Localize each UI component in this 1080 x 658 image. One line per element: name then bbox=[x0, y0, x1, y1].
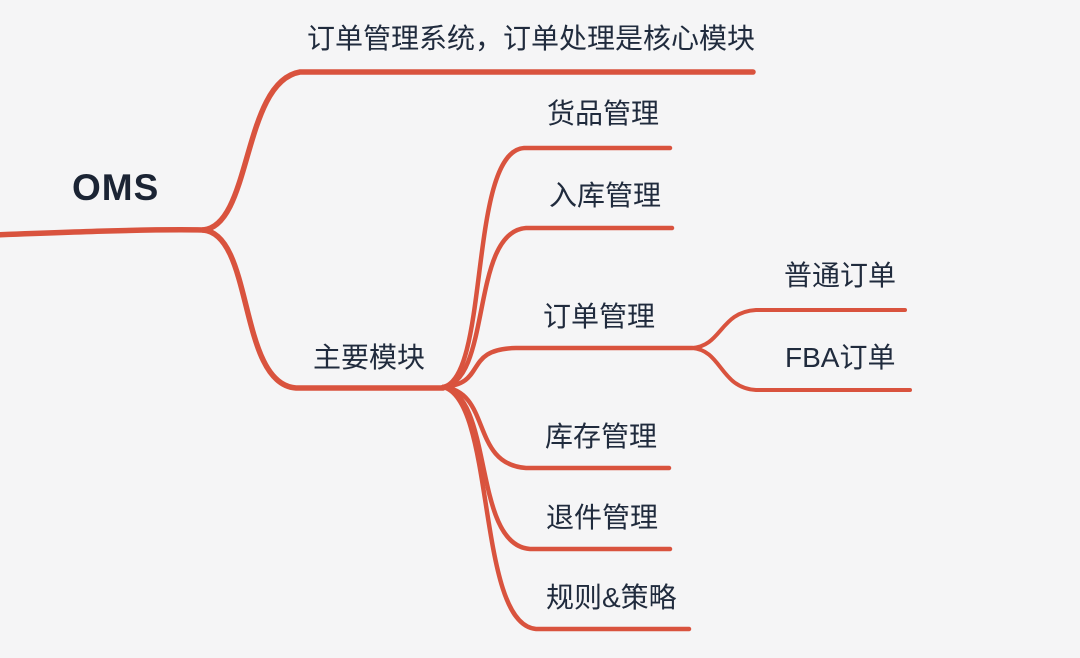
node-root[interactable]: OMS bbox=[72, 167, 160, 208]
node-inbound-management[interactable]: 入库管理 bbox=[549, 180, 662, 211]
connector-main-to-rules bbox=[440, 384, 692, 632]
connector-main-to-order bbox=[440, 345, 695, 390]
connector-order-to-fba bbox=[690, 346, 912, 392]
connector-root-to-system-note bbox=[200, 69, 756, 233]
node-order-management[interactable]: 订单管理 bbox=[543, 301, 656, 332]
connector-order-to-normal bbox=[690, 308, 907, 350]
connector-root-to-main-modules bbox=[200, 227, 446, 391]
node-system-note[interactable]: 订单管理系统，订单处理是核心模块 bbox=[307, 23, 756, 54]
node-inventory-management[interactable]: 库存管理 bbox=[545, 421, 658, 452]
node-normal-order[interactable]: 普通订单 bbox=[784, 260, 897, 291]
connector-root-trunk bbox=[0, 227, 206, 238]
node-main-modules[interactable]: 主要模块 bbox=[313, 342, 426, 373]
node-fba-order[interactable]: FBA订单 bbox=[785, 342, 896, 373]
node-goods-management[interactable]: 货品管理 bbox=[547, 98, 660, 129]
node-returns-management[interactable]: 退件管理 bbox=[546, 502, 659, 533]
connector-main-to-goods bbox=[440, 145, 673, 390]
connector-main-to-inbound bbox=[440, 225, 675, 390]
connector-main-to-inventory bbox=[440, 384, 672, 471]
node-rules-strategy[interactable]: 规则&策略 bbox=[546, 582, 677, 613]
